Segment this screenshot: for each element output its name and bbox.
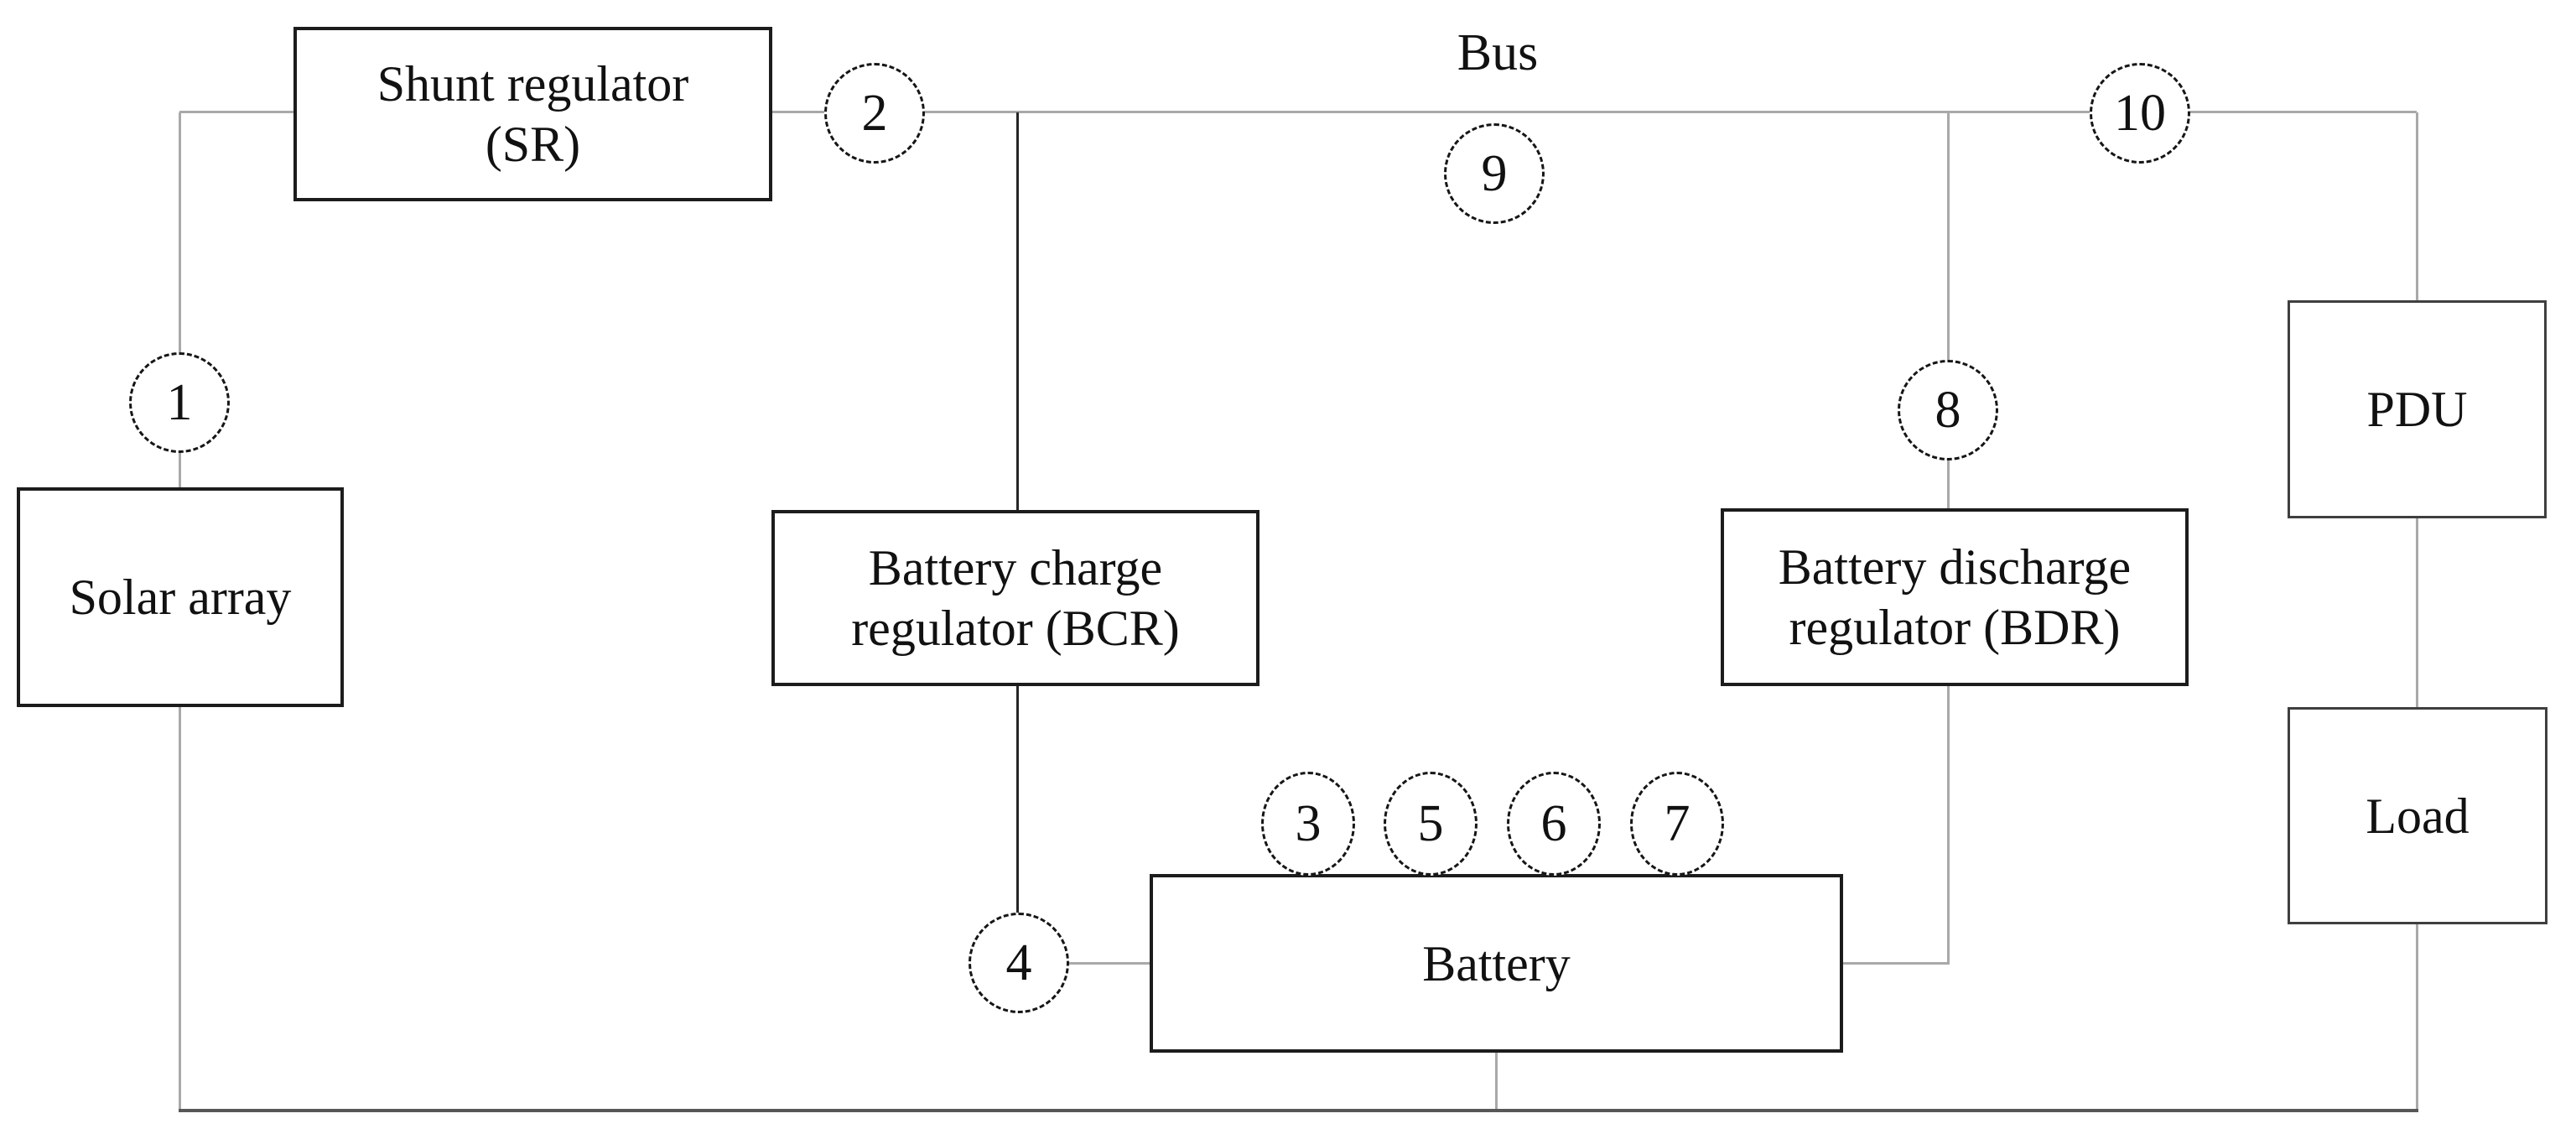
node-circle-9: 9 bbox=[1444, 123, 1545, 224]
load-label: Load bbox=[2366, 788, 2470, 844]
solar-array-label: Solar array bbox=[69, 570, 292, 625]
node-5-label: 5 bbox=[1417, 794, 1444, 852]
pdu-to-load-line bbox=[2416, 518, 2418, 707]
shunt-regulator-box: Shunt regulator (SR) bbox=[293, 27, 772, 201]
solar-array-box: Solar array bbox=[17, 487, 344, 707]
battery-charge-regulator-box: Battery charge regulator (BCR) bbox=[771, 510, 1259, 686]
node-2-label: 2 bbox=[861, 84, 888, 142]
battery-box: Battery bbox=[1150, 874, 1843, 1053]
pdu-label: PDU bbox=[2366, 382, 2468, 437]
bus-line bbox=[179, 111, 2417, 113]
node-3-label: 3 bbox=[1295, 794, 1322, 852]
node-1-label: 1 bbox=[166, 373, 193, 431]
shunt-regulator-label-line2: (SR) bbox=[485, 117, 581, 172]
bus-to-bdr-riser-line bbox=[1947, 112, 1950, 508]
battery-to-bdr-horizontal-line bbox=[1841, 962, 1950, 965]
node-8-label: 8 bbox=[1935, 381, 1961, 439]
solar-to-bus-riser-line bbox=[179, 112, 181, 487]
pdu-box: PDU bbox=[2288, 300, 2547, 518]
load-to-rail-line bbox=[2416, 924, 2418, 1112]
battery-to-rail-line bbox=[1495, 1053, 1498, 1112]
node-7-label: 7 bbox=[1664, 794, 1690, 852]
battery-discharge-regulator-box: Battery discharge regulator (BDR) bbox=[1721, 508, 2189, 686]
node-circle-2: 2 bbox=[824, 63, 925, 164]
shunt-regulator-label-line1: Shunt regulator bbox=[377, 56, 689, 112]
node-circle-8: 8 bbox=[1898, 360, 1998, 460]
bdr-label-line1: Battery discharge bbox=[1778, 539, 2132, 595]
solar-to-rail-line bbox=[179, 707, 181, 1112]
node-9-label: 9 bbox=[1481, 144, 1508, 202]
node-circle-6: 6 bbox=[1507, 772, 1601, 876]
load-box: Load bbox=[2288, 707, 2547, 924]
node-circle-1: 1 bbox=[129, 352, 230, 453]
bus-to-pdu-line bbox=[2416, 112, 2418, 300]
node-6-label: 6 bbox=[1540, 794, 1567, 852]
bus-to-bcr-line bbox=[1016, 112, 1019, 510]
bcr-label-line2: regulator (BCR) bbox=[851, 601, 1180, 656]
node-circle-5: 5 bbox=[1384, 772, 1478, 876]
node-circle-7: 7 bbox=[1630, 772, 1724, 876]
bdr-label-line2: regulator (BDR) bbox=[1789, 600, 2121, 655]
battery-label: Battery bbox=[1422, 935, 1571, 991]
node-4-label: 4 bbox=[1005, 934, 1032, 991]
bcr-to-node4-line bbox=[1016, 686, 1019, 914]
node-10-label: 10 bbox=[2114, 84, 2166, 142]
node-circle-3: 3 bbox=[1261, 772, 1355, 876]
bdr-to-battery-vertical-line bbox=[1947, 686, 1950, 965]
bcr-label-line1: Battery charge bbox=[868, 540, 1163, 596]
bus-label: Bus bbox=[1457, 24, 1539, 81]
node4-to-battery-line bbox=[1067, 962, 1151, 965]
node-circle-10: 10 bbox=[2090, 63, 2190, 164]
bottom-return-rail-line bbox=[179, 1109, 2418, 1112]
node-circle-4: 4 bbox=[969, 913, 1069, 1013]
